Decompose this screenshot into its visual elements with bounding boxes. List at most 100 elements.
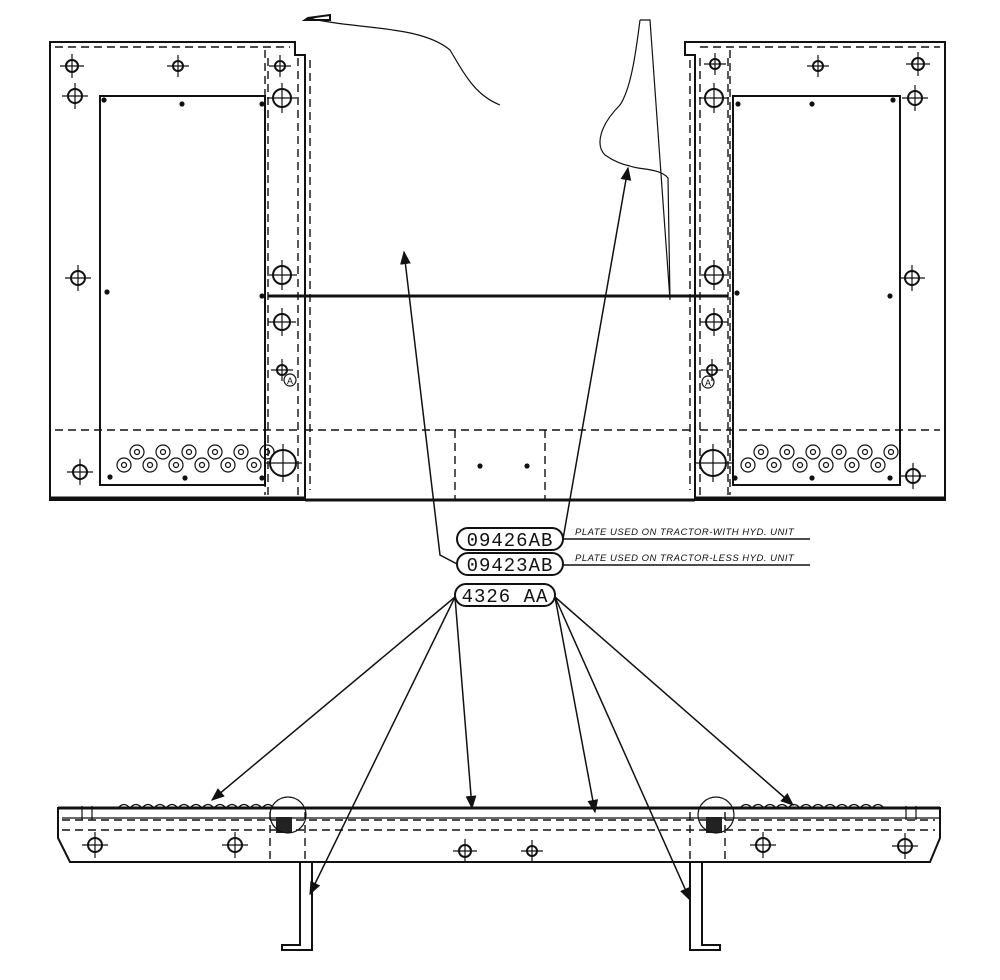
tread-bump xyxy=(739,803,753,809)
side-view-elevation xyxy=(57,796,941,951)
tread-bump xyxy=(189,803,203,809)
svg-text:A: A xyxy=(705,378,711,388)
stud-icon xyxy=(181,444,197,460)
stud-icon xyxy=(805,444,821,460)
stud-icon xyxy=(766,457,782,473)
stud-icon xyxy=(220,457,236,473)
part-number-09426ab: 09426AB xyxy=(467,530,554,552)
tread-bump xyxy=(177,803,191,809)
crosshair-hole-icon xyxy=(65,265,91,291)
crosshair-hole-icon xyxy=(704,53,726,75)
callout-4326aa: 4326 AA xyxy=(210,583,795,902)
rivet-icon xyxy=(734,290,740,296)
crosshair-hole-icon xyxy=(267,83,297,113)
tread-bump xyxy=(237,803,251,809)
crosshair-hole-icon xyxy=(750,832,776,858)
tread-bump xyxy=(799,803,813,809)
crosshair-hole-icon xyxy=(807,55,829,77)
svg-text:A: A xyxy=(287,376,293,386)
stud-icon xyxy=(129,444,145,460)
center-frame xyxy=(268,13,728,502)
crosshair-hole-icon xyxy=(67,459,93,485)
crosshair-hole-icon xyxy=(694,444,732,482)
crosshair-hole-icon xyxy=(269,55,291,77)
tread-bump xyxy=(787,803,801,809)
crosshair-hole-icon xyxy=(900,463,926,489)
stud-icon xyxy=(857,444,873,460)
rivet-icon xyxy=(890,97,896,103)
stud-icon xyxy=(779,444,795,460)
crosshair-hole-icon xyxy=(521,840,543,862)
rivet-icon xyxy=(107,474,113,480)
tread-bump xyxy=(249,803,263,809)
rivet-icon xyxy=(524,463,530,469)
tread-bump xyxy=(165,803,179,809)
stud-icon xyxy=(870,457,886,473)
note-09423ab: PLATE USED ON TRACTOR-LESS HYD. UNIT xyxy=(575,553,795,564)
rivet-icon xyxy=(259,101,265,107)
tread-bump xyxy=(871,803,885,809)
crosshair-hole-icon xyxy=(453,839,477,863)
tread-bump xyxy=(153,803,167,809)
crosshair-hole-icon xyxy=(271,359,293,381)
tread-bump xyxy=(261,803,275,809)
tread-bump xyxy=(847,803,861,809)
rivet-icon xyxy=(887,475,893,481)
tread-bump xyxy=(823,803,837,809)
crosshair-hole-icon xyxy=(699,260,729,290)
tread-bump xyxy=(835,803,849,809)
callout-09426ab: 09426AB PLATE USED ON TRACTOR-WITH HYD. … xyxy=(456,166,810,552)
stud-icon xyxy=(259,444,275,460)
stud-icon xyxy=(740,457,756,473)
stud-icon xyxy=(883,444,899,460)
crosshair-hole-icon xyxy=(267,260,297,290)
tread-bump xyxy=(117,803,131,809)
stud-row-left xyxy=(116,444,275,473)
stud-icon xyxy=(831,444,847,460)
stud-icon xyxy=(194,457,210,473)
tread-bump xyxy=(751,803,765,809)
stud-icon xyxy=(155,444,171,460)
rivet-icon xyxy=(104,289,110,295)
stud-icon xyxy=(233,444,249,460)
rivet-icon xyxy=(887,293,893,299)
callout-09423ab: 09423AB PLATE USED ON TRACTOR-LESS HYD. … xyxy=(400,250,810,577)
tread-bump xyxy=(201,803,215,809)
stud-icon xyxy=(844,457,860,473)
tread-bump xyxy=(141,803,155,809)
stud-row-right xyxy=(740,444,899,473)
tread-bump xyxy=(225,803,239,809)
stud-icon xyxy=(818,457,834,473)
part-number-09423ab: 09423AB xyxy=(467,555,554,577)
crosshair-hole-icon xyxy=(62,83,88,109)
crosshair-hole-icon xyxy=(222,832,248,858)
note-09426ab: PLATE USED ON TRACTOR-WITH HYD. UNIT xyxy=(575,527,795,538)
crosshair-hole-icon xyxy=(902,85,928,111)
crosshair-hole-icon xyxy=(268,308,296,336)
rivet-icon xyxy=(182,475,188,481)
crosshair-hole-icon xyxy=(60,54,84,78)
crosshair-hole-icon xyxy=(82,832,108,858)
right-platform-plate xyxy=(684,41,946,501)
tread-bump xyxy=(129,803,143,809)
stud-icon xyxy=(792,457,808,473)
crosshair-hole-icon xyxy=(906,52,930,76)
rivet-icon xyxy=(259,293,265,299)
stud-icon xyxy=(142,457,158,473)
rivet-icon xyxy=(477,463,483,469)
crosshair-hole-icon xyxy=(699,83,729,113)
tread-bump xyxy=(811,803,825,809)
detail-mark-left: A xyxy=(283,373,297,387)
crosshair-hole-icon xyxy=(892,833,918,859)
stud-icon xyxy=(116,457,132,473)
stud-icon xyxy=(207,444,223,460)
stud-icon xyxy=(753,444,769,460)
left-platform-plate xyxy=(49,41,306,501)
tread-bump xyxy=(859,803,873,809)
rivet-icon xyxy=(809,475,815,481)
crosshair-hole-icon xyxy=(167,55,189,77)
stud-icon xyxy=(246,457,262,473)
rivet-icon xyxy=(735,101,741,107)
tread-bump xyxy=(213,803,227,809)
